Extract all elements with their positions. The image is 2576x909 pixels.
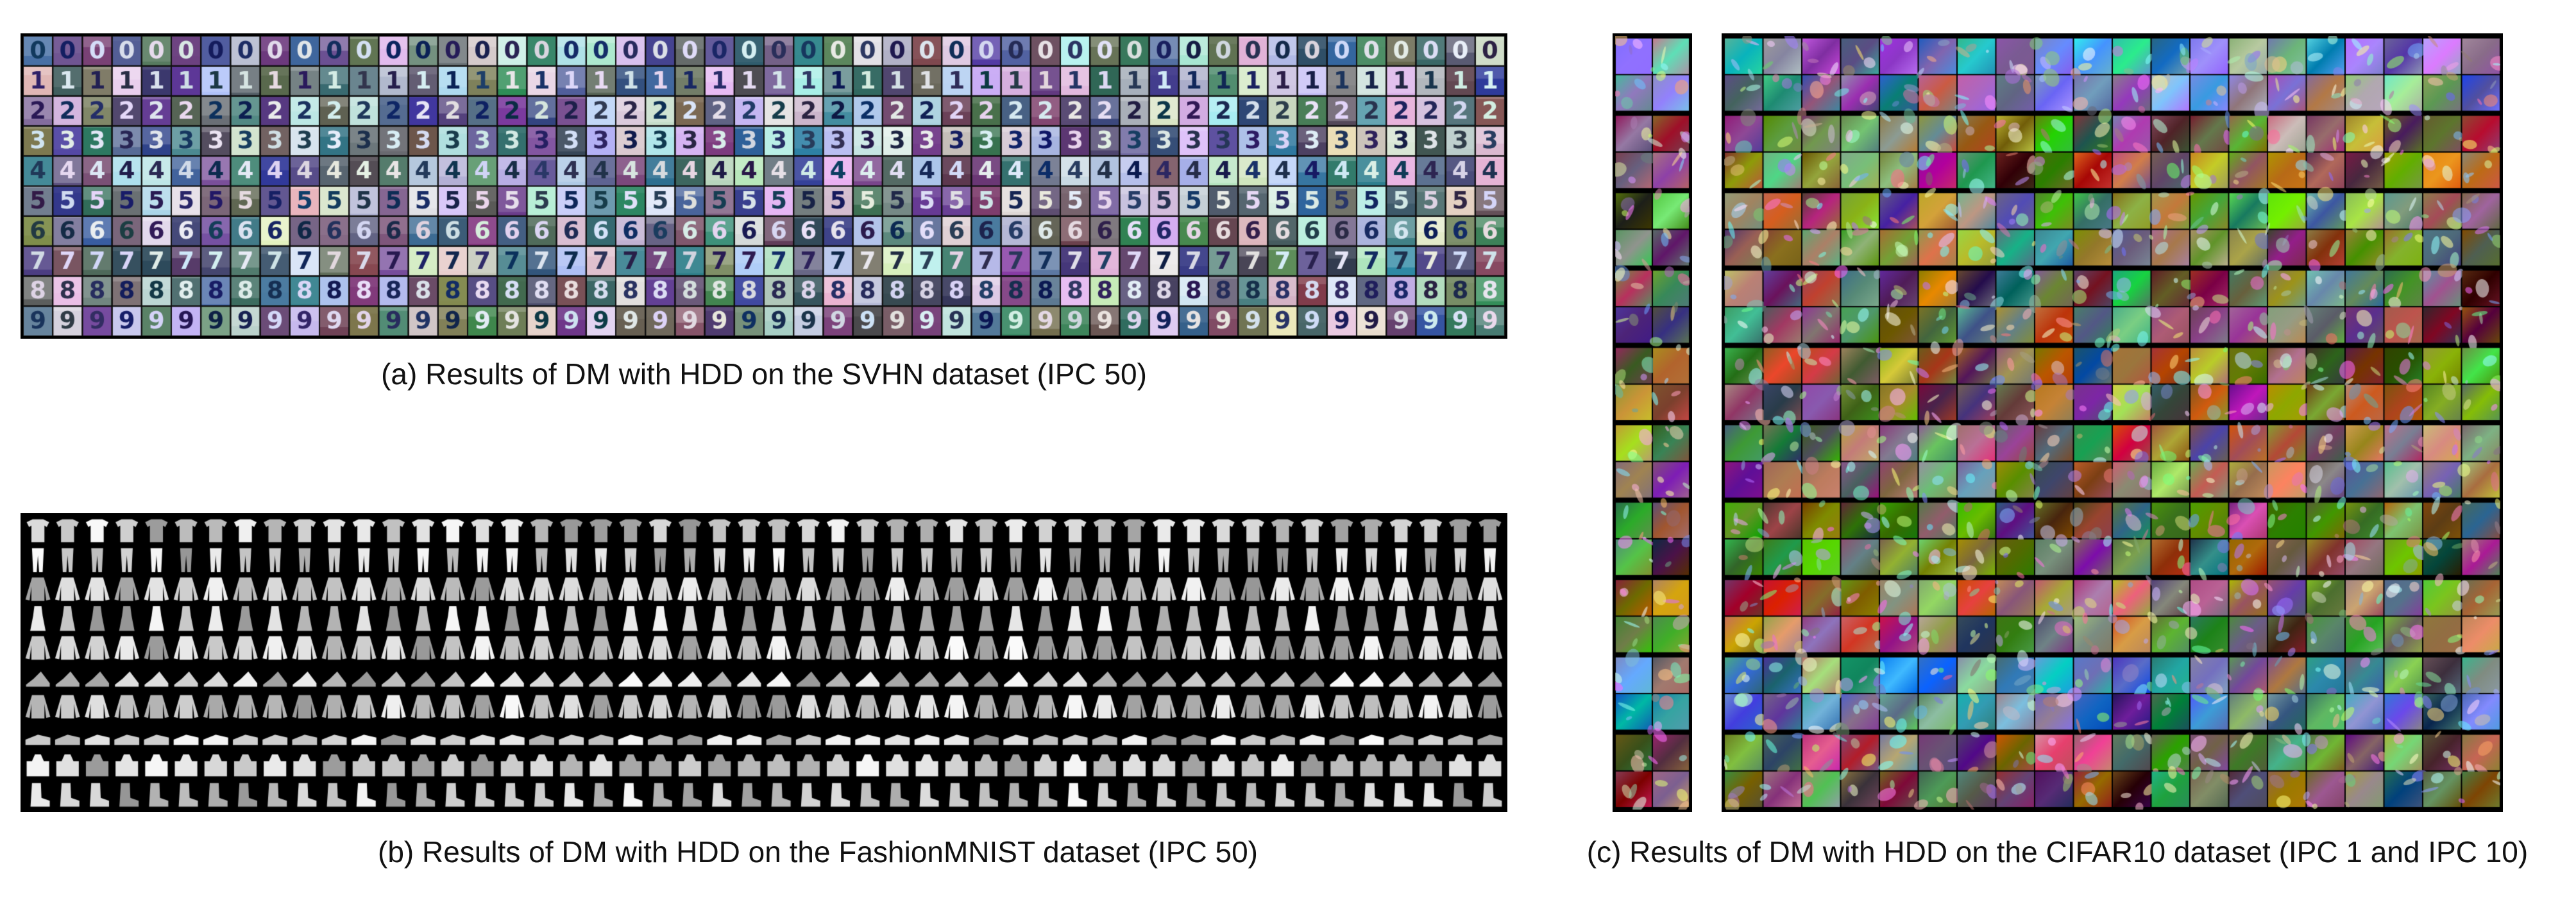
cifar10-ipc1-canvas [1615,36,1690,810]
caption-c: (c) Results of DM with HDD on the CIFAR1… [1586,835,2529,869]
cifar10-ipc1-grid [1613,33,1692,812]
cifar10-ipc10-grid [1722,33,2503,812]
caption-b: (b) Results of DM with HDD on the Fashio… [378,835,1258,869]
cifar10-ipc10-canvas [1724,36,2500,810]
svhn-samples-canvas [23,36,1505,336]
fashionmnist-image-grid [21,513,1507,812]
caption-a: (a) Results of DM with HDD on the SVHN d… [381,357,1147,391]
fashionmnist-samples-canvas [23,516,1505,810]
svhn-image-grid [21,33,1507,339]
